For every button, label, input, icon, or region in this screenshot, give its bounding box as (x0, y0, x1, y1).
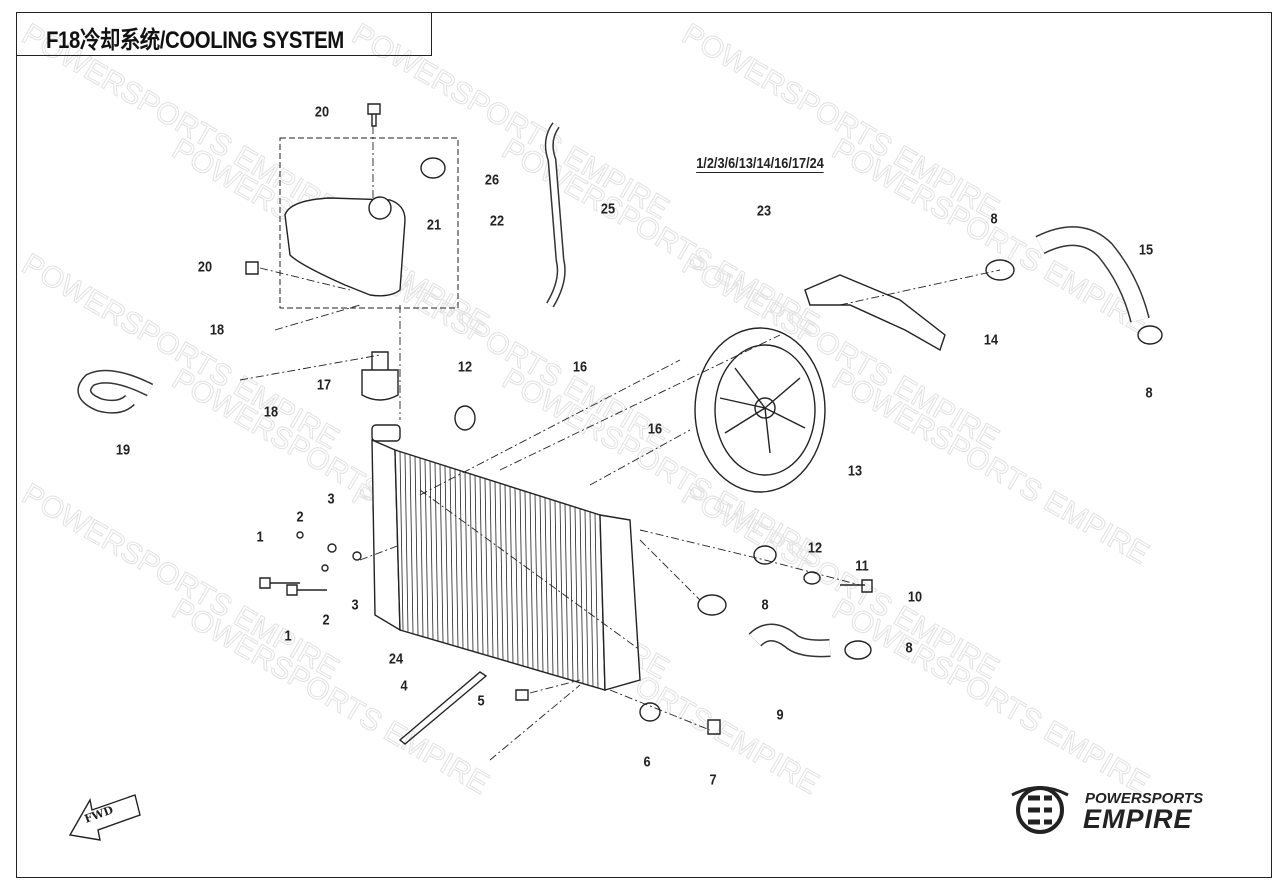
callout-label: 3 (351, 596, 359, 614)
fwd-arrow (68, 794, 141, 841)
callout-label: 13 (847, 462, 863, 480)
callout-label: 7 (709, 771, 717, 789)
clamp-8 (985, 259, 1015, 281)
callout-label: 11 (855, 557, 869, 575)
bolt-20-top (367, 103, 381, 127)
callout-label: 1 (284, 627, 292, 645)
reservoir-group-box (279, 137, 459, 309)
callout-label: 1/2/3/6/13/14/16/17/24 (696, 155, 824, 173)
coolant-reservoir (284, 197, 406, 297)
callout-label: 16 (647, 420, 663, 438)
reservoir-cap (368, 196, 392, 220)
logo-text-bottom: EMPIRE (1083, 804, 1193, 834)
callout-label: 14 (983, 331, 999, 349)
grommet-6 (639, 702, 661, 722)
callout-label: 20 (314, 103, 330, 121)
grommet-12 (454, 405, 476, 431)
stay-4 (398, 671, 488, 745)
callout-label: 2 (296, 508, 304, 526)
bolt-10 (840, 579, 873, 593)
leader-lines (239, 126, 1001, 761)
title-box (16, 12, 432, 56)
bolts-1-2-3 (259, 531, 362, 596)
logo-text-top: POWERSPORTS (1085, 790, 1204, 807)
callout-label: 4 (400, 677, 408, 695)
callout-label: 1 (256, 528, 264, 546)
callout-label: 19 (115, 441, 131, 459)
callout-label: 26 (484, 171, 500, 189)
callout-label: 10 (907, 588, 923, 606)
callout-label: 3 (327, 490, 335, 508)
page-title: F18冷却系统/COOLING SYSTEM (46, 27, 344, 54)
bolt-5 (515, 689, 529, 701)
clamp-8 (844, 640, 872, 660)
callout-label: 6 (643, 753, 651, 771)
radiator-24 (371, 424, 641, 691)
callout-label: 8 (1145, 384, 1153, 402)
callout-label: 12 (807, 539, 823, 557)
callout-label: 20 (197, 258, 213, 276)
callout-label: 2 (322, 611, 330, 629)
callout-label: 17 (316, 376, 332, 394)
callout-label: 12 (457, 358, 473, 376)
callout-label: 23 (756, 202, 772, 220)
clamp-8 (697, 594, 727, 616)
drawing-frame (16, 12, 1272, 878)
fan-bracket-14 (804, 274, 946, 352)
powersports-empire-logo: POWERSPORTS EMPIRE (1010, 780, 1250, 835)
callout-label: 5 (477, 692, 485, 710)
callout-label: 25 (600, 200, 616, 218)
fan-assembly-13 (694, 327, 826, 493)
clamp-8 (1137, 325, 1163, 345)
callout-label: 22 (489, 212, 505, 230)
callout-label: 16 (572, 358, 588, 376)
callout-label: 24 (388, 650, 404, 668)
callout-label: 21 (426, 216, 442, 234)
grommet-20 (245, 261, 259, 275)
logo-emblem (1011, 786, 1069, 834)
grommet-12 (753, 545, 777, 565)
callout-label: 8 (905, 639, 913, 657)
callout-label: 15 (1138, 241, 1154, 259)
callout-label: 8 (761, 596, 769, 614)
cap-21 (420, 157, 446, 179)
radiator-cap-17 (361, 351, 399, 401)
callout-label: 18 (209, 321, 225, 339)
callout-label: 8 (990, 210, 998, 228)
bolt-7 (707, 719, 721, 735)
callout-label: 9 (776, 706, 784, 724)
callout-label: 18 (263, 403, 279, 421)
